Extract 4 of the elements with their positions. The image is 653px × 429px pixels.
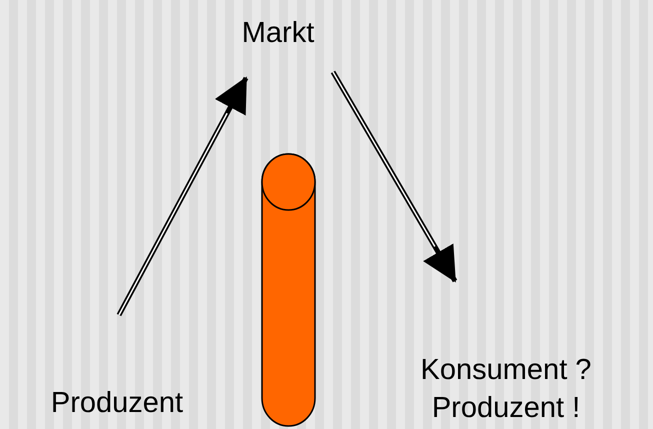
cylinder bbox=[261, 153, 316, 427]
node-label: Markt bbox=[242, 16, 314, 51]
node-label: Konsument ? Produzent ! bbox=[420, 353, 592, 426]
node-label: Produzent bbox=[50, 386, 184, 421]
